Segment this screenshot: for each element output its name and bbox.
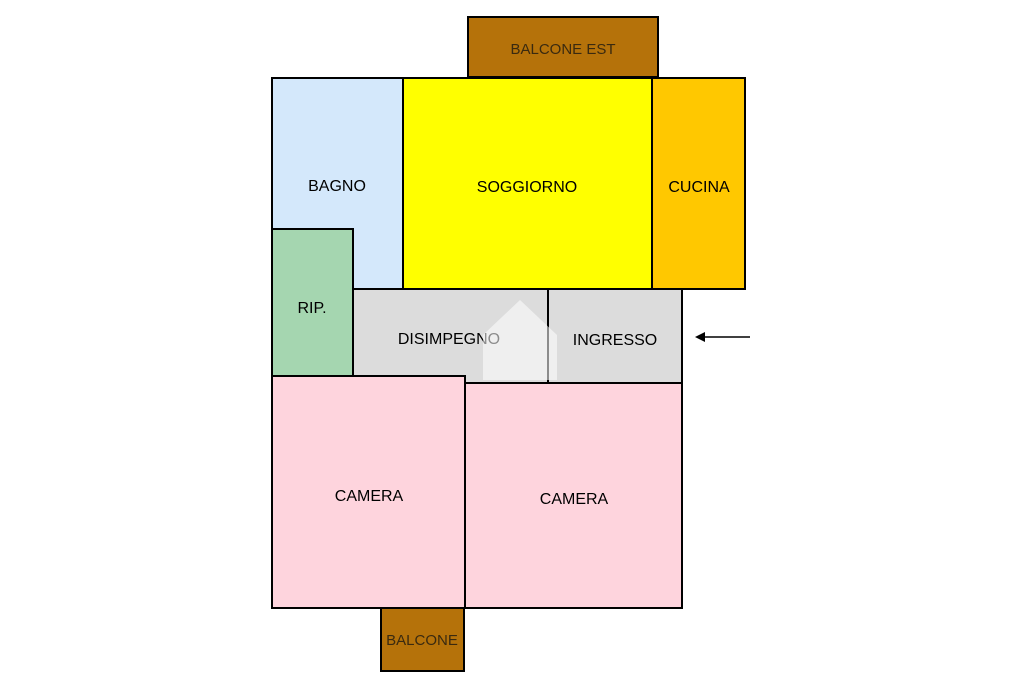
room-soggiorno-label: SOGGIORNO [477,179,577,196]
room-camera-1: CAMERA [271,375,466,609]
room-balcone-label: BALCONE [386,632,458,649]
room-camera-2-label: CAMERA [540,491,609,508]
room-ingresso: INGRESSO [547,288,683,384]
room-ripostiglio: RIP. [271,228,354,377]
room-balcone-est-label: BALCONE EST [510,41,615,58]
room-camera-2: CAMERA [464,382,683,609]
room-cucina-shape [651,77,746,290]
room-camera-1-label: CAMERA [335,488,404,505]
room-balcone: BALCONE [380,607,465,672]
room-bagno-label: BAGNO [308,178,366,195]
room-ripostiglio-label: RIP. [297,300,326,317]
watermark-logo [483,300,557,380]
room-camera-1-shape [271,375,466,609]
room-ripostiglio-shape [271,228,354,377]
room-soggiorno: SOGGIORNO [402,77,653,290]
room-cucina: CUCINA [651,77,746,290]
room-balcone-shape [380,607,465,672]
room-ingresso-label: INGRESSO [573,332,657,349]
arrow-left-icon [695,332,750,342]
room-camera-2-shape [464,382,683,609]
room-cucina-label: CUCINA [668,179,730,196]
room-balcone-est-shape [467,16,659,78]
room-disimpegno-label: DISIMPEGNO [398,331,500,348]
room-balcone-est: BALCONE EST [467,16,659,78]
